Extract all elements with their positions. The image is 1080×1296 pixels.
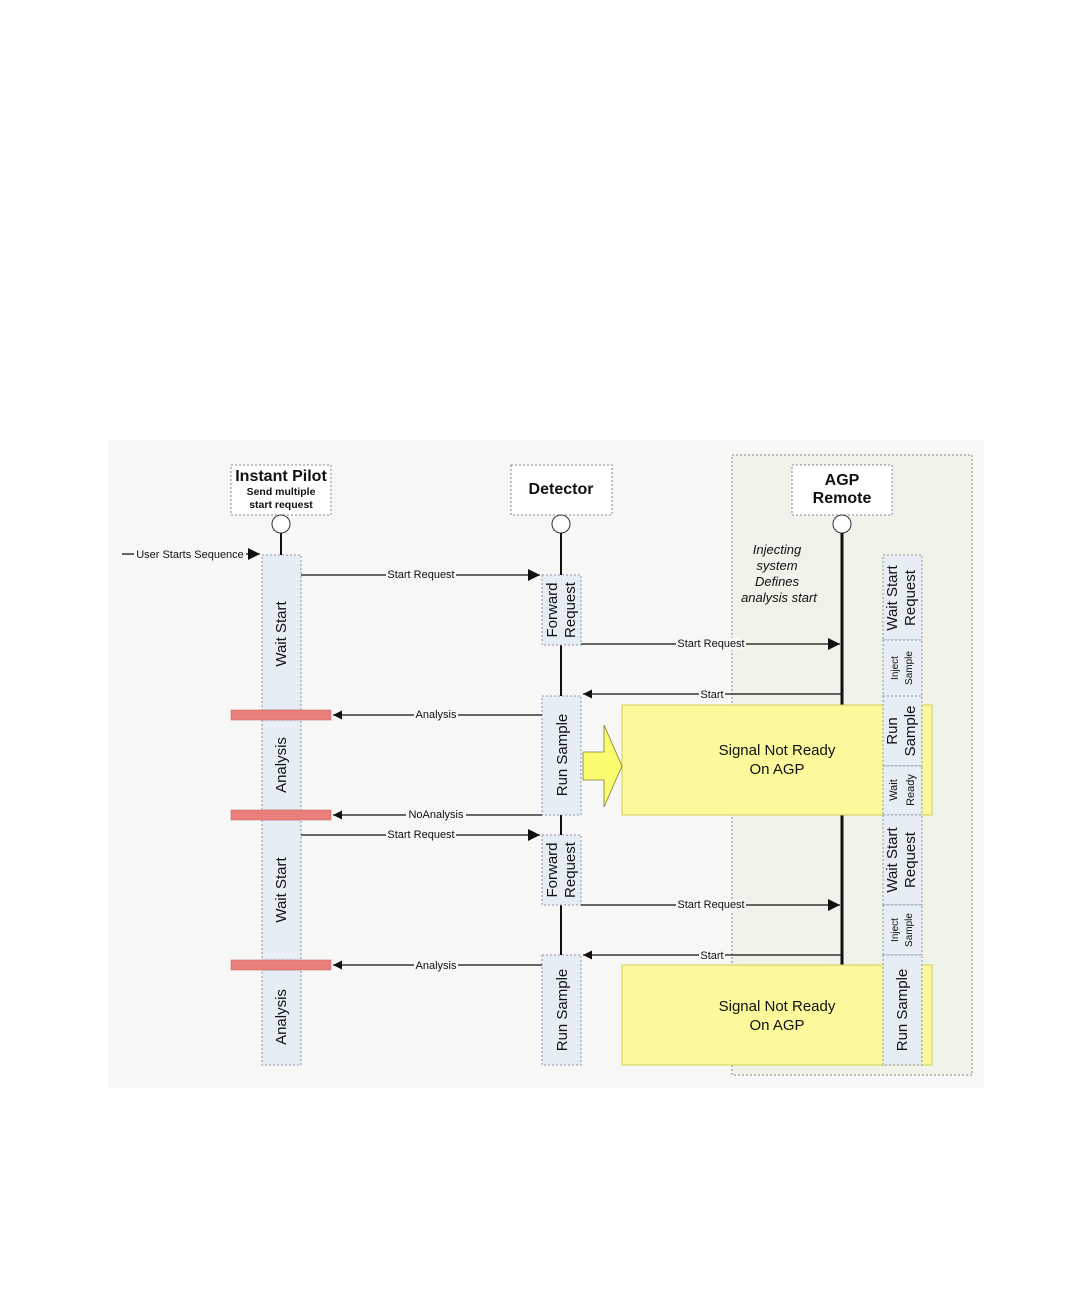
detector-lifeline-head xyxy=(551,514,571,534)
agp-state-label: Sample xyxy=(904,651,915,685)
agp-state-label: Sample xyxy=(902,706,919,757)
agp-lifeline-head xyxy=(832,514,852,534)
signal-not-ready-area-1 xyxy=(621,704,933,816)
agp-state-label: Inject xyxy=(890,918,901,942)
message-label-start: Start xyxy=(700,950,723,962)
ip-state-wait-start-1 xyxy=(261,554,302,711)
agp-state-label: Wait Start xyxy=(884,565,901,631)
agp-state-run-sample-2 xyxy=(882,954,923,1066)
agp-note-line: Injecting xyxy=(753,542,802,557)
agp-state-label: Wait xyxy=(888,779,900,801)
agp-title-2: Remote xyxy=(813,490,872,507)
detector-state-forward-request-2 xyxy=(541,834,582,906)
ip-state-analysis-1 xyxy=(261,719,302,811)
message-label-start-request-agp: Start Request xyxy=(677,638,744,650)
detector-state-label: Run Sample xyxy=(554,714,571,797)
agp-state-label: Request xyxy=(902,831,919,888)
agp-state-label: Inject xyxy=(890,656,901,680)
agp-state-label: Run xyxy=(884,717,901,745)
agp-state-label: Request xyxy=(902,569,919,626)
detector-state-run-sample-1 xyxy=(541,695,582,816)
detector-header xyxy=(510,464,613,516)
agp-state-wait-start-request-1 xyxy=(882,554,923,641)
signal-not-ready-line2: On AGP xyxy=(749,761,804,778)
instant-pilot-subtitle-1: Send multiple xyxy=(247,486,316,498)
detector-state-label: Request xyxy=(562,581,579,638)
red-bar xyxy=(230,809,332,821)
ip-state-label: Analysis xyxy=(273,989,290,1045)
block-arrow xyxy=(582,724,623,808)
agp-state-label: Wait Start xyxy=(884,827,901,893)
instant-pilot-title: Instant Pilot xyxy=(235,468,327,485)
ip-state-label: Wait Start xyxy=(273,857,290,923)
agp-state-wait-ready xyxy=(882,765,923,816)
detector-state-label: Request xyxy=(562,841,579,898)
ip-state-analysis-2 xyxy=(261,969,302,1066)
agp-title-1: AGP xyxy=(825,472,860,489)
message-label-analysis: Analysis xyxy=(416,960,457,972)
message-label-start-request: Start Request xyxy=(387,569,454,581)
detector-state-label: Run Sample xyxy=(554,969,571,1052)
detector-state-forward-request-1 xyxy=(541,574,582,646)
message-label-analysis: Analysis xyxy=(416,709,457,721)
agp-state-inject-sample-1 xyxy=(882,639,923,697)
agp-note-line: system xyxy=(756,558,797,573)
signal-not-ready-line1: Signal Not Ready xyxy=(719,998,836,1015)
agp-note-line: Defines xyxy=(755,574,800,589)
ip-state-label: Wait Start xyxy=(273,601,290,667)
message-label-no-analysis: NoAnalysis xyxy=(408,809,464,821)
agp-state-inject-sample-2 xyxy=(882,904,923,956)
agp-state-label: Sample xyxy=(904,913,915,947)
instant-pilot-lifeline-head xyxy=(271,514,291,534)
ip-state-label: Analysis xyxy=(273,737,290,793)
signal-not-ready-line1: Signal Not Ready xyxy=(719,742,836,759)
signal-not-ready-area-2 xyxy=(621,964,933,1066)
detector-title: Detector xyxy=(529,481,594,498)
message-label-start-request-agp: Start Request xyxy=(677,899,744,911)
instant-pilot-subtitle-2: start request xyxy=(249,499,313,511)
signal-not-ready-line2: On AGP xyxy=(749,1017,804,1034)
agp-state-label: Ready xyxy=(905,774,917,806)
detector-state-run-sample-2 xyxy=(541,954,582,1066)
agp-header xyxy=(791,464,893,516)
message-label-user-starts: User Starts Sequence xyxy=(136,549,244,561)
ip-state-wait-start-2 xyxy=(261,819,302,961)
red-bar xyxy=(230,709,332,721)
agp-note-line: analysis start xyxy=(741,590,818,605)
agp-state-label: Run Sample xyxy=(894,969,911,1052)
detector-state-label: Forward xyxy=(544,582,561,637)
message-label-start: Start xyxy=(700,689,723,701)
red-bar xyxy=(230,959,332,971)
detector-state-label: Forward xyxy=(544,842,561,897)
message-label-start-request: Start Request xyxy=(387,829,454,841)
